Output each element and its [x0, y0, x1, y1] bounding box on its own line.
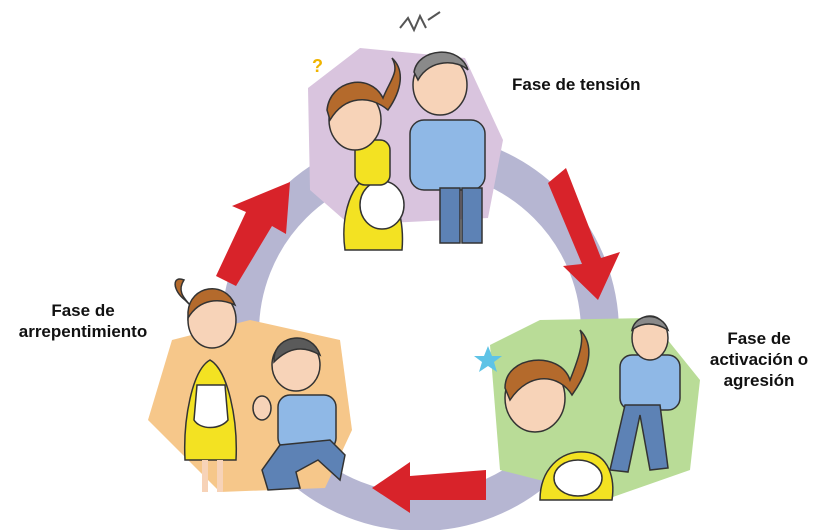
- phase-label-arrepentimiento: Fase de arrepentimiento: [4, 300, 162, 342]
- arrepentimiento-man-figure: [252, 337, 346, 491]
- phase-label-activacion: Fase de activación o agresión: [700, 328, 818, 391]
- svg-text:?: ?: [312, 56, 323, 76]
- arrepentimiento-woman-figure: [174, 278, 238, 492]
- anger-scribble-icon: [399, 11, 441, 33]
- arrow-activacion-to-arrepentimiento: [372, 462, 486, 513]
- activacion-woman-figure: [504, 329, 614, 501]
- arrow-tension-to-activacion: [548, 168, 620, 300]
- tension-man-figure: [409, 51, 486, 244]
- question-mark-icon: ?: [312, 56, 323, 76]
- phase-label-arrepentimiento-line2: arrepentimiento: [18, 322, 148, 341]
- phase-label-activacion-line3: agresión: [723, 371, 795, 390]
- star-icon: [474, 346, 502, 372]
- phase-label-tension: Fase de tensión: [512, 74, 640, 95]
- phase-label-tension-text: Fase de tensión: [512, 75, 641, 94]
- activacion-man-figure: [609, 315, 681, 473]
- tension-woman-figure: [326, 57, 405, 251]
- phase-label-activacion-line2: activación o: [709, 350, 809, 369]
- phase-label-arrepentimiento-line1: Fase de: [51, 301, 115, 320]
- phase-label-activacion-line1: Fase de: [727, 329, 791, 348]
- arrow-arrepentimiento-to-tension: [216, 182, 290, 286]
